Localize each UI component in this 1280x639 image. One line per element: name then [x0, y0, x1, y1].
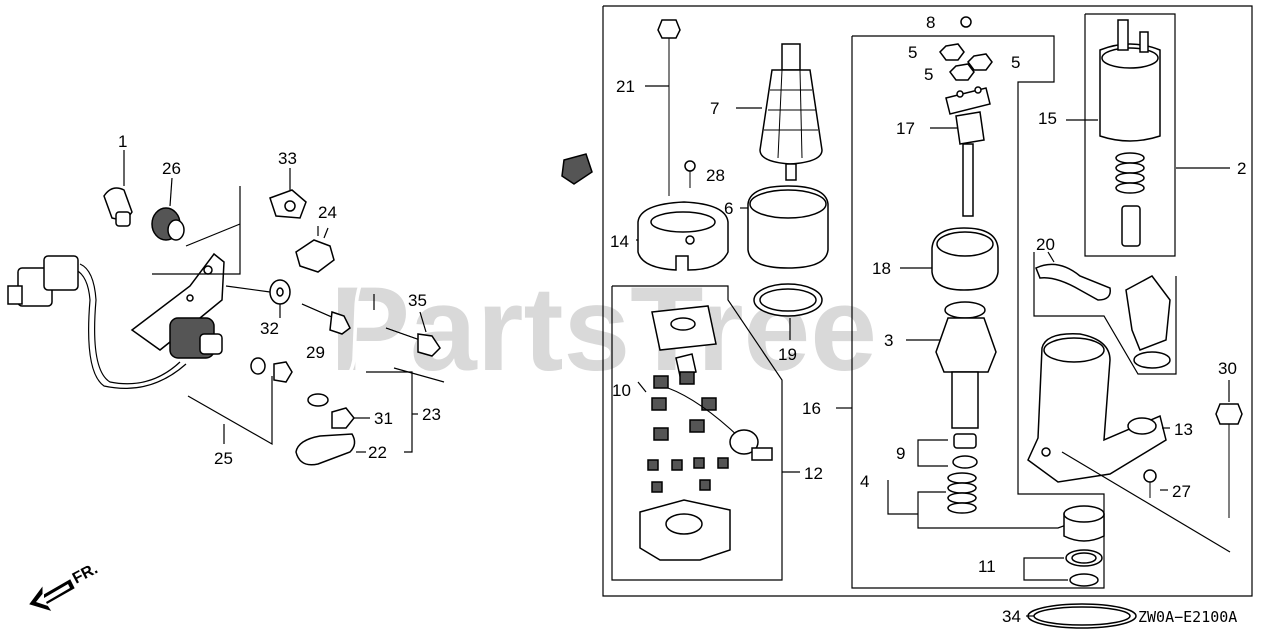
- callout-11[interactable]: 11: [978, 557, 996, 576]
- callout-27[interactable]: 27: [1172, 482, 1191, 501]
- part-21-through-bolt[interactable]: [645, 19, 681, 196]
- part-29-bolt[interactable]: [301, 303, 351, 335]
- callout-1[interactable]: 1: [118, 132, 127, 151]
- callout-10[interactable]: 10: [612, 381, 631, 400]
- right-leader-lines: [836, 167, 1230, 409]
- callout-5b[interactable]: 5: [1011, 53, 1020, 72]
- callout-3[interactable]: 3: [884, 331, 893, 350]
- part-18-internal-gear[interactable]: [900, 227, 999, 291]
- part-34-o-ring[interactable]: [1026, 603, 1137, 629]
- part-26-rubber-mount[interactable]: [151, 177, 185, 241]
- callout-25[interactable]: 25: [214, 449, 233, 468]
- part-22-terminal-cover[interactable]: [295, 433, 366, 466]
- callout-32[interactable]: 32: [260, 319, 279, 338]
- callout-7[interactable]: 7: [710, 99, 719, 118]
- front-direction-label: FR.: [70, 560, 101, 587]
- assembly-frame: [602, 5, 1253, 597]
- part-11-pinion-gear[interactable]: [1023, 505, 1105, 587]
- callout-labels: 1 2 3 4 5 5 5 6 7 8 9 10 11 12 13 14 15 …: [118, 13, 1246, 626]
- callout-16[interactable]: 16: [802, 399, 821, 418]
- part-33-clip[interactable]: [269, 168, 307, 219]
- callout-6[interactable]: 6: [724, 199, 733, 218]
- part-12-brush-holder[interactable]: [637, 305, 800, 561]
- callout-4[interactable]: 4: [860, 472, 869, 491]
- part-14-rear-cover[interactable]: [636, 201, 729, 271]
- callout-15[interactable]: 15: [1038, 109, 1057, 128]
- left-leader-lines: [152, 186, 445, 383]
- callout-14[interactable]: 14: [610, 232, 629, 251]
- part-17-pinion-shaft[interactable]: [930, 86, 991, 217]
- part-27-screw[interactable]: [1143, 469, 1168, 498]
- front-arrow-icon: [29, 579, 75, 611]
- part-15-solenoid[interactable]: [1066, 19, 1161, 247]
- part-5-nuts[interactable]: [939, 43, 993, 81]
- callout-5c[interactable]: 5: [924, 65, 933, 84]
- part-13-front-housing[interactable]: [1027, 333, 1170, 483]
- part-7-armature[interactable]: [736, 43, 823, 181]
- callout-21[interactable]: 21: [616, 77, 635, 96]
- callout-35[interactable]: 35: [408, 291, 427, 310]
- callout-8[interactable]: 8: [926, 13, 935, 32]
- part-23-starter-cable[interactable]: [307, 139, 593, 453]
- callout-30[interactable]: 30: [1218, 359, 1237, 378]
- callout-19[interactable]: 19: [778, 345, 797, 364]
- part-28-screw[interactable]: [684, 160, 696, 188]
- part-20-shift-lever[interactable]: [1033, 251, 1177, 375]
- callout-20[interactable]: 20: [1036, 235, 1055, 254]
- callout-2[interactable]: 2: [1237, 159, 1246, 178]
- part-4-spring[interactable]: [887, 472, 1081, 529]
- diagram-code: ZW0A−E2100A: [1138, 608, 1237, 626]
- callout-18[interactable]: 18: [872, 259, 891, 278]
- callout-33[interactable]: 33: [278, 149, 297, 168]
- callout-12[interactable]: 12: [804, 464, 823, 483]
- callout-28[interactable]: 28: [706, 166, 725, 185]
- part-6-yoke[interactable]: [740, 185, 829, 269]
- callout-31[interactable]: 31: [374, 409, 393, 428]
- callout-29[interactable]: 29: [306, 343, 325, 362]
- callout-5a[interactable]: 5: [908, 43, 917, 62]
- part-1-grommet[interactable]: [103, 150, 133, 227]
- part-25-starter-relay[interactable]: [7, 252, 293, 446]
- part-24-clamp[interactable]: [295, 226, 335, 273]
- part-30-bolt[interactable]: [1061, 380, 1243, 553]
- part-3-overrunning-clutch[interactable]: [906, 301, 997, 429]
- part-35-bolt[interactable]: [385, 311, 441, 357]
- part-32-washer[interactable]: [269, 279, 291, 305]
- part-8-cap[interactable]: [960, 16, 972, 28]
- part-19-ring[interactable]: [753, 283, 823, 340]
- callout-17[interactable]: 17: [896, 119, 915, 138]
- callout-26[interactable]: 26: [162, 159, 181, 178]
- callout-23[interactable]: 23: [422, 405, 441, 424]
- part-9-stop-collar[interactable]: [917, 433, 978, 469]
- callout-22[interactable]: 22: [368, 443, 387, 462]
- callout-9[interactable]: 9: [896, 444, 905, 463]
- callout-24[interactable]: 24: [318, 203, 337, 222]
- callout-13[interactable]: 13: [1174, 420, 1193, 439]
- callout-34[interactable]: 34: [1002, 607, 1021, 626]
- part-31-nut[interactable]: [331, 407, 370, 429]
